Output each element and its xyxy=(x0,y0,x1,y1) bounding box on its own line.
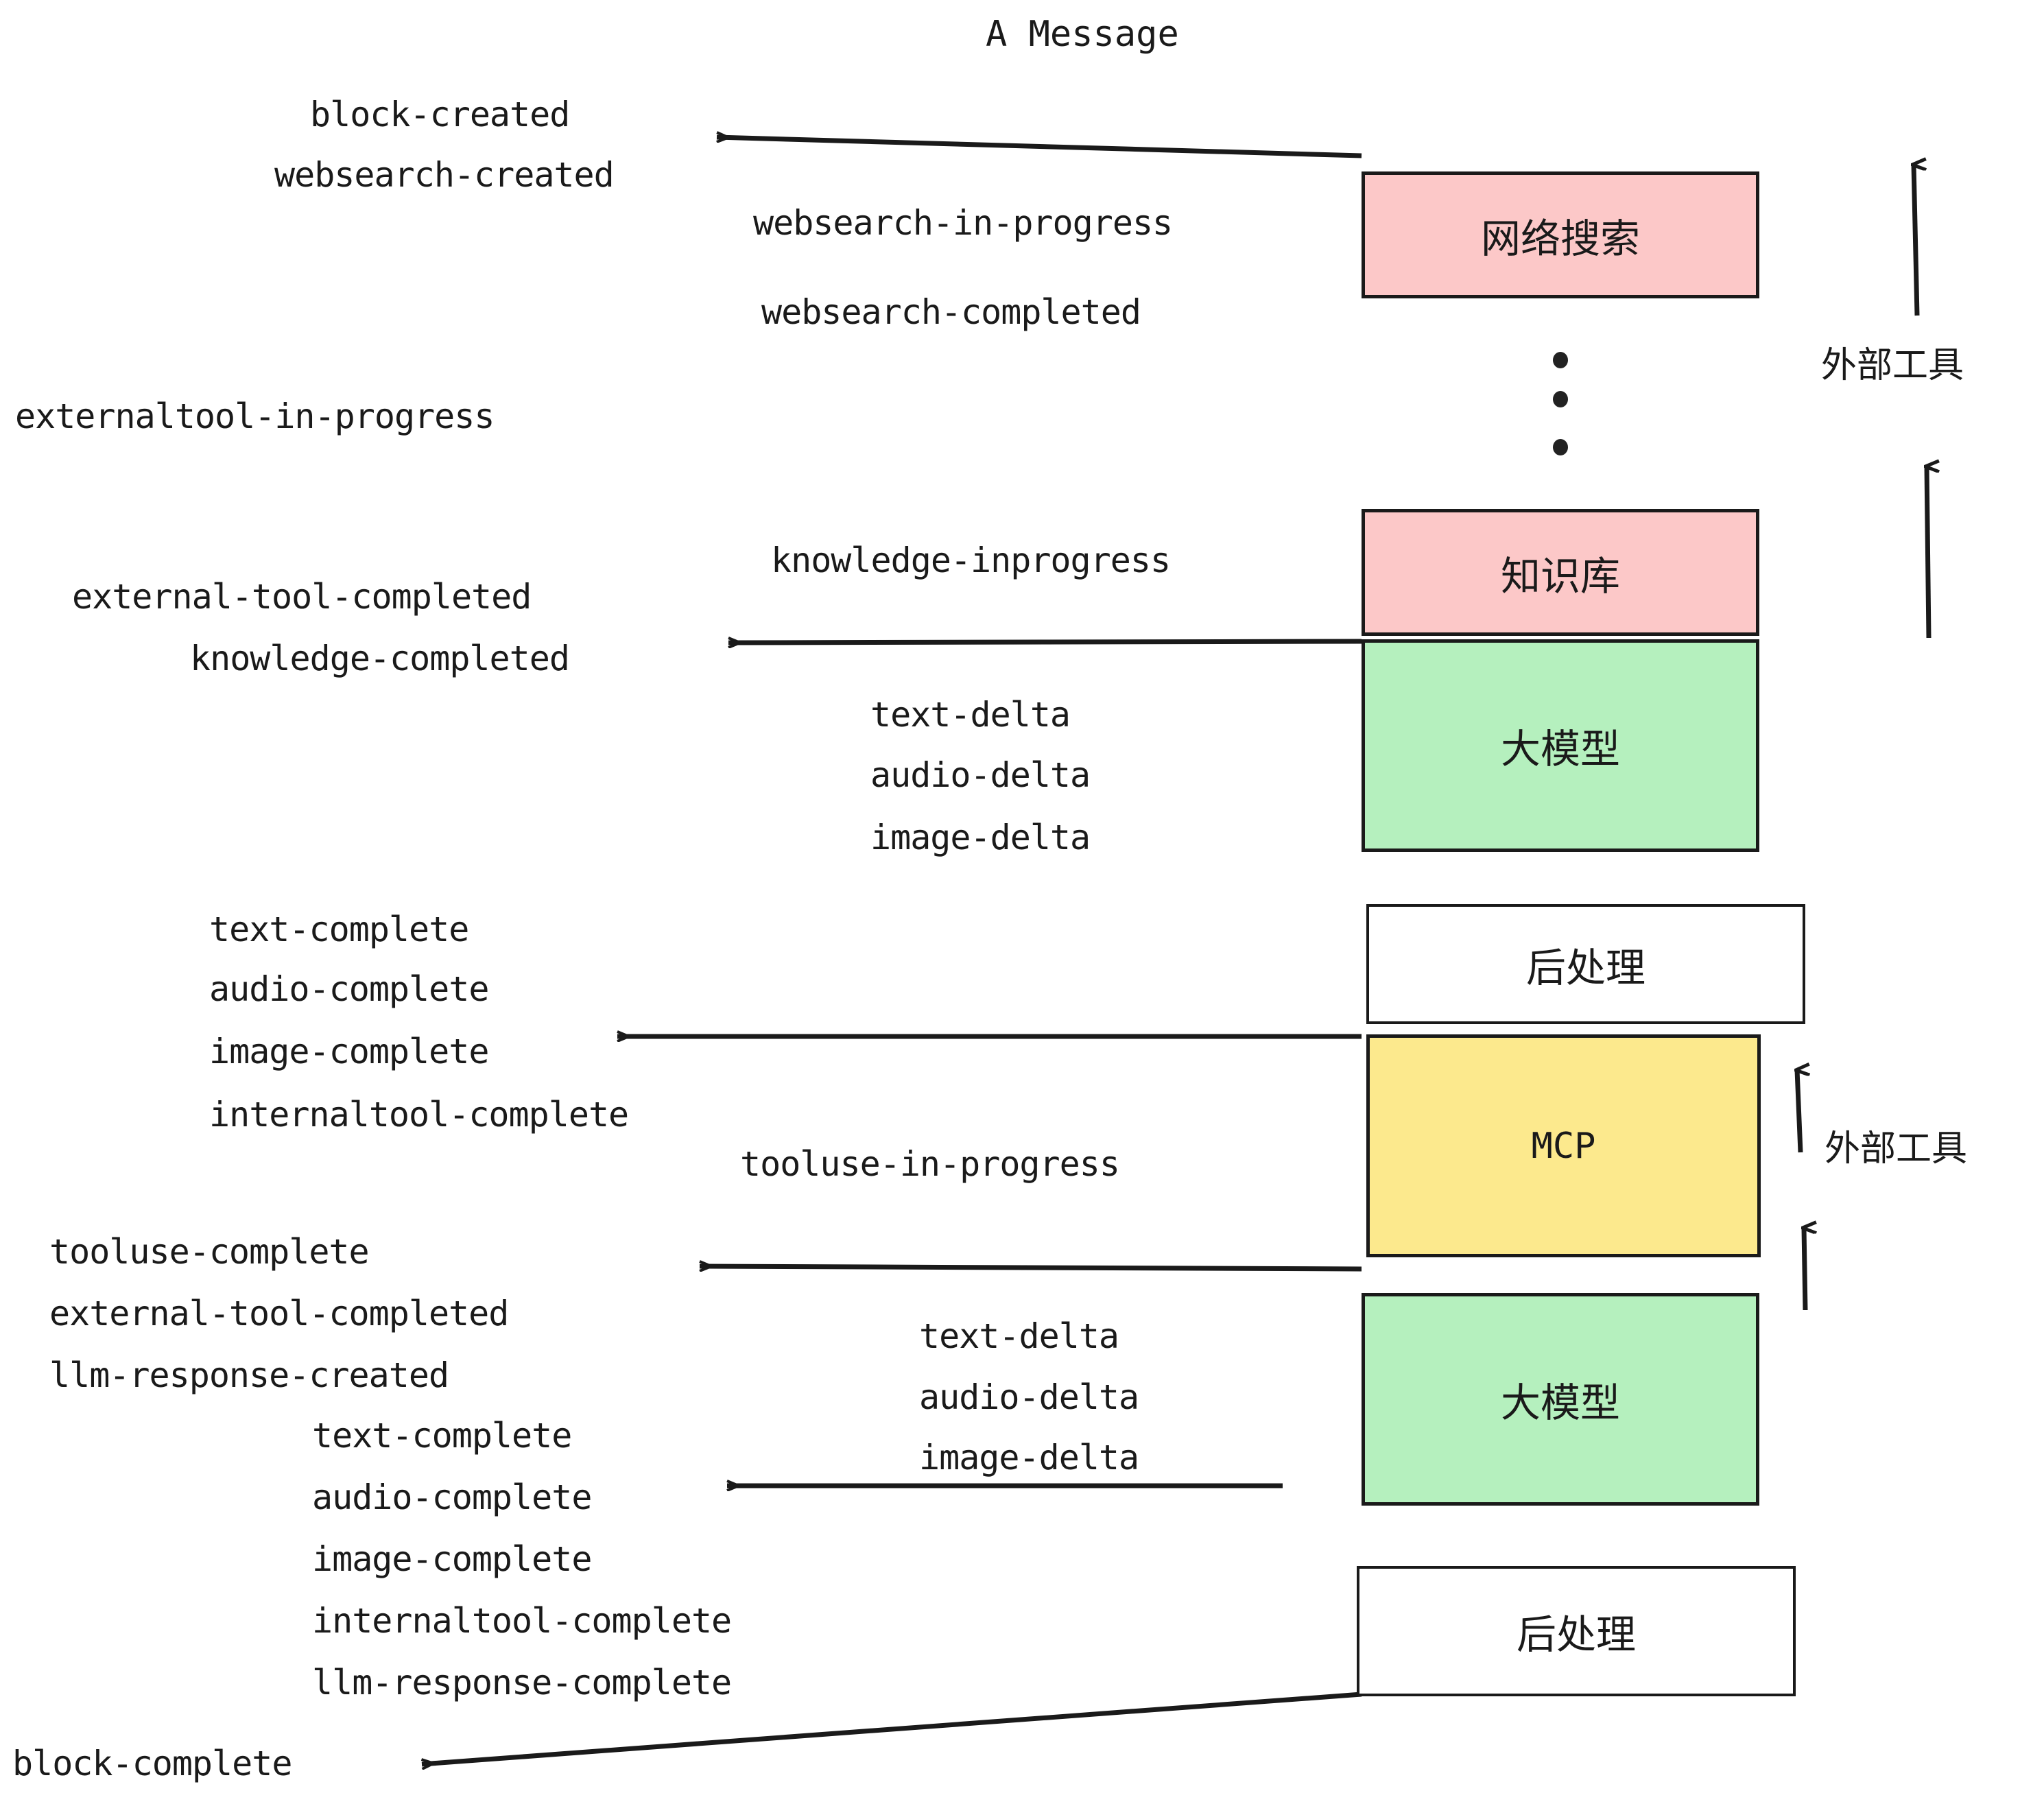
node-postprocess-1[interactable]: 后处理 xyxy=(1366,904,1805,1024)
node-postprocess-2[interactable]: 后处理 xyxy=(1357,1566,1796,1696)
event-knowledge-inprogress: knowledge-inprogress xyxy=(771,541,1171,580)
event-image-complete-1: image-complete xyxy=(209,1032,489,1071)
vertical-ellipsis-dot-1 xyxy=(1553,352,1568,368)
event-image-delta-1: image-delta xyxy=(870,818,1091,857)
event-externaltool-in-progress: externaltool-in-progress xyxy=(15,396,495,436)
event-audio-complete-2: audio-complete xyxy=(312,1477,592,1517)
vertical-ellipsis-dot-2 xyxy=(1553,391,1568,407)
vertical-ellipsis-dot-3 xyxy=(1553,439,1568,455)
diagram-title: A Message xyxy=(986,14,1179,55)
event-text-delta-1: text-delta xyxy=(870,695,1071,735)
event-internaltool-complete-1: internaltool-complete xyxy=(209,1095,629,1135)
node-llm-2[interactable]: 大模型 xyxy=(1362,1293,1759,1506)
event-audio-delta-1: audio-delta xyxy=(870,755,1091,795)
event-text-delta-2: text-delta xyxy=(919,1316,1119,1356)
arrow-mcp-to-tooluse-complete xyxy=(700,1266,1362,1269)
arrow-websearch-to-block-created xyxy=(717,137,1362,158)
node-knowledge-base[interactable]: 知识库 xyxy=(1362,509,1759,636)
arrow-knowledge-to-completed xyxy=(728,641,1362,643)
node-llm-1[interactable]: 大模型 xyxy=(1362,639,1759,852)
event-text-complete-1: text-complete xyxy=(209,910,469,949)
event-audio-complete-1: audio-complete xyxy=(209,969,489,1009)
node-mcp[interactable]: MCP xyxy=(1366,1034,1761,1257)
event-tooluse-complete: tooluse-complete xyxy=(49,1232,370,1272)
event-block-created: block-created xyxy=(310,95,570,134)
bracket-external-tools-bottom-down xyxy=(1804,1228,1805,1311)
event-text-complete-2: text-complete xyxy=(312,1416,572,1456)
event-internaltool-complete-2: internaltool-complete xyxy=(312,1601,732,1641)
event-llm-response-created: llm-response-created xyxy=(49,1355,449,1395)
event-tooluse-in-progress: tooluse-in-progress xyxy=(740,1144,1120,1184)
event-external-tool-completed-1: external-tool-completed xyxy=(72,577,532,617)
arrow-postprocess2-to-block-complete xyxy=(422,1692,1362,1764)
node-knowledge-base-label: 知识库 xyxy=(1500,552,1620,600)
event-external-tool-completed-2: external-tool-completed xyxy=(49,1294,509,1333)
bracket-external-tools-top-up xyxy=(1914,165,1917,316)
event-knowledge-completed: knowledge-completed xyxy=(190,639,570,678)
node-postprocess-1-label: 后处理 xyxy=(1525,944,1645,991)
node-postprocess-2-label: 后处理 xyxy=(1516,1611,1636,1658)
bracket-label-external-tools-top: 外部工具 xyxy=(1821,345,1964,386)
event-image-delta-2: image-delta xyxy=(919,1438,1139,1477)
node-websearch[interactable]: 网络搜索 xyxy=(1362,171,1759,298)
event-websearch-created: websearch-created xyxy=(274,155,615,195)
bracket-external-tools-top-down xyxy=(1927,466,1929,639)
node-mcp-label: MCP xyxy=(1531,1125,1596,1167)
event-audio-delta-2: audio-delta xyxy=(919,1377,1139,1417)
node-llm-1-label: 大模型 xyxy=(1500,726,1620,772)
node-websearch-label: 网络搜索 xyxy=(1480,215,1640,262)
event-websearch-completed: websearch-completed xyxy=(761,292,1141,332)
bracket-label-external-tools-bottom: 外部工具 xyxy=(1825,1128,1968,1170)
bracket-external-tools-bottom-up xyxy=(1797,1070,1801,1153)
event-websearch-in-progress: websearch-in-progress xyxy=(753,203,1173,243)
event-block-complete: block-complete xyxy=(12,1744,292,1783)
event-image-complete-2: image-complete xyxy=(312,1539,592,1579)
event-llm-response-complete: llm-response-complete xyxy=(312,1663,732,1702)
node-llm-2-label: 大模型 xyxy=(1500,1379,1620,1426)
